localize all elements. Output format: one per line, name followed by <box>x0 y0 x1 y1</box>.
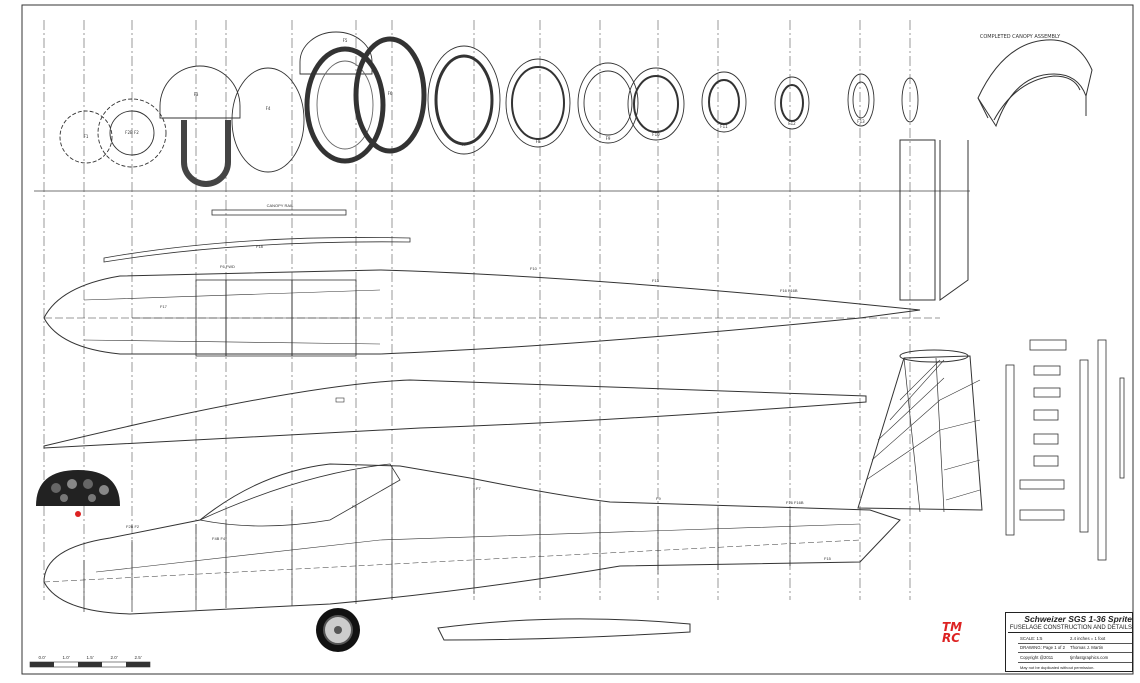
side-label-f9: F9 <box>656 496 661 501</box>
former-label-f7: F7 <box>462 142 467 147</box>
duplication-note: May not be duplicated without permission… <box>1020 665 1095 670</box>
former-label-f12: F12 <box>788 121 796 126</box>
scale-tick-2: 1.5' <box>86 655 93 660</box>
scale-tick-0: 0.0' <box>38 655 45 660</box>
scale-tick-3: 2.0' <box>110 655 117 660</box>
canopy-assembly-view <box>977 39 1093 128</box>
side-view-labels: F2B F2 F4B F4 F5 F7 F9 F15 F16 F16B <box>126 486 832 561</box>
side-label-f7: F7 <box>476 486 481 491</box>
former-label-f2: F2B F2 <box>125 130 139 135</box>
canopy-frame-strip <box>103 237 411 263</box>
tm-rc-logo: TM RC <box>942 620 978 662</box>
top-label-f16: F16 F16B <box>780 288 798 293</box>
small-parts <box>1005 339 1125 561</box>
fuselage-top-view <box>43 269 940 357</box>
side-label-f15: F15 <box>824 556 832 561</box>
fuselage-side-view <box>43 463 901 615</box>
side-label-f16: F16 F16B <box>786 500 804 505</box>
website: tjmfastgraphics.com <box>1070 655 1109 660</box>
scale-value: 2.4 inches = 1 foot <box>1070 636 1106 641</box>
fin-side-view <box>857 349 983 513</box>
former-label-f9: F9 <box>606 136 611 141</box>
title-block: Schweizer SGS 1-36 Sprite FUSELAGE CONST… <box>1005 612 1133 672</box>
scale-tick-1: 1.0' <box>62 655 69 660</box>
canopy-assembly-label: COMPLETED CANOPY ASSEMBLY <box>980 34 1061 40</box>
side-label-fwd: F4B F4 <box>212 536 226 541</box>
top-label-f13: F13 <box>652 278 660 283</box>
skin-panel <box>43 379 867 449</box>
landing-wheel <box>316 608 360 652</box>
former-label-f4: F4 <box>266 106 271 111</box>
drawing-label: DRAWING: Page 1 of 2 <box>1020 645 1065 650</box>
canopy-rail-label: CANOPY RAIL <box>267 203 295 208</box>
fin-top-view <box>899 139 969 301</box>
top-label-f6: F6 FWD <box>220 264 235 269</box>
former-label-f8: F8 <box>536 139 541 144</box>
top-label-f10: F10 <box>530 266 538 271</box>
former-labels: F1 F2B F2 F3 F4 F5 F6 F7 F8 F9 F10 F11 F… <box>84 38 866 147</box>
scale-tick-4: 2.5' <box>134 655 141 660</box>
scale-label: SCALE: 1:5 <box>1020 636 1043 641</box>
instrument-panel <box>36 470 120 517</box>
top-label-f17: F17 <box>160 304 168 309</box>
top-view-labels: F6 FWD F10 F13 F16 F16B F17 F18 <box>160 244 798 309</box>
former-label-f13: F13 <box>857 119 865 124</box>
skid-strip <box>437 618 691 641</box>
former-label-f6: F6 <box>388 91 393 96</box>
top-label-f18: F18 <box>256 244 264 249</box>
former-label-f10: F10 <box>652 132 660 137</box>
side-label-f2: F2B F2 <box>126 524 140 529</box>
former-label-f3: F3 <box>194 92 199 97</box>
copyright: Copyright @2011 <box>1020 655 1054 660</box>
skin-panel-tab <box>335 397 345 403</box>
logo-mark: TM RC <box>942 620 963 645</box>
scale-bar: 0.0' 1.0' 1.5' 2.0' 2.5' <box>29 655 151 668</box>
former-label-f1: F1 <box>84 134 89 139</box>
former-cutouts <box>59 31 919 187</box>
drawing-title: Schweizer SGS 1-36 Sprite <box>1024 614 1132 624</box>
drawing-subtitle: FUSELAGE CONSTRUCTION AND DETAILS <box>1008 625 1132 633</box>
former-label-f11: F11 <box>720 124 728 129</box>
former-label-f5: F5 <box>343 38 348 43</box>
side-label-f5: F5 <box>352 504 357 509</box>
drawing-author: Thomas J. Martin <box>1070 645 1104 650</box>
canopy-rail <box>211 209 347 216</box>
sheet-border <box>21 4 1134 675</box>
station-lines <box>43 20 911 600</box>
